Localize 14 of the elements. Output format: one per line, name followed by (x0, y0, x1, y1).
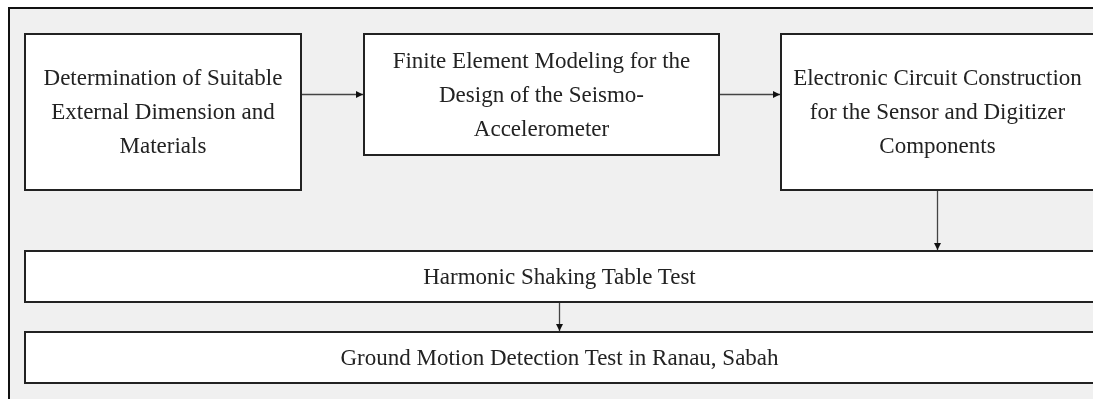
process-box (780, 33, 1093, 191)
arrow (301, 91, 364, 98)
arrow (934, 190, 941, 251)
process-box (363, 33, 720, 156)
box-label: Electronic Circuit Construction for the Sensor and Digitizer Components (792, 64, 1083, 160)
arrow (556, 302, 563, 332)
box-label: Finite Element Modeling for the Design of the Seismo-Accelerometer (391, 46, 692, 143)
process-box (24, 33, 302, 191)
box-label: Harmonic Shaking Table Test (422, 262, 697, 291)
process-box (24, 331, 1093, 384)
box-label: Determination of Suitable External Dimension and Materials (42, 64, 284, 160)
arrow (719, 91, 781, 98)
process-box (24, 250, 1093, 303)
box-label: Ground Motion Detection Test in Ranau, Sabah (339, 343, 780, 372)
